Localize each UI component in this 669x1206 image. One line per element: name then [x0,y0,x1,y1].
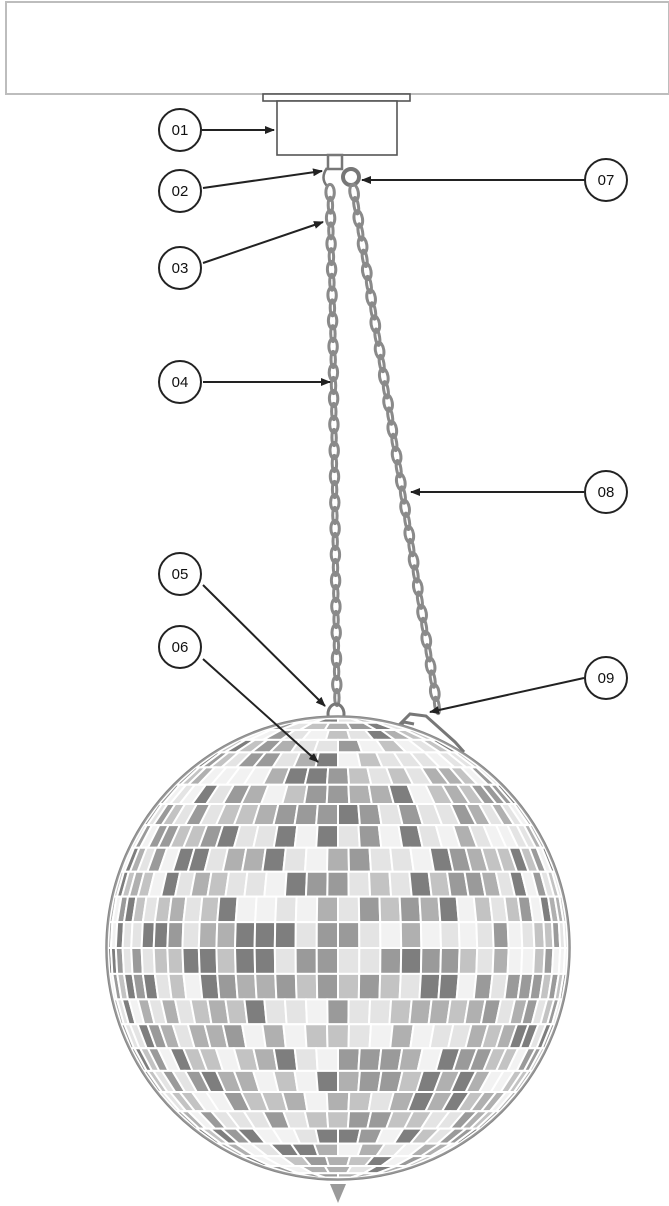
callout-01: 01 [159,109,201,151]
leader-02 [203,171,322,188]
callout-06-label: 06 [172,639,189,656]
callout-01-label: 01 [172,122,189,139]
callout-02-label: 02 [172,183,189,200]
callout-05: 05 [159,553,201,595]
callout-07-label: 07 [598,172,615,189]
shaft-and-hooks [324,155,360,186]
ceiling-mount [263,94,410,155]
leader-09 [430,678,584,712]
leader-03 [203,222,323,263]
callout-04: 04 [159,361,201,403]
callout-09: 09 [585,657,627,699]
callout-07: 07 [585,159,627,201]
disco-ball [106,716,570,1203]
leader-05 [203,585,325,706]
callout-04-label: 04 [172,374,189,391]
main-chain [326,184,341,705]
ball-bottom-tip [330,1184,346,1203]
callout-08: 08 [585,471,627,513]
callout-08-label: 08 [598,484,615,501]
callout-09-label: 09 [598,670,615,687]
callout-02: 02 [159,170,201,212]
callout-06: 06 [159,626,201,668]
callout-05-label: 05 [172,566,189,583]
callout-03: 03 [159,247,201,289]
callout-03-label: 03 [172,260,189,277]
ceiling [6,2,669,94]
safety-chain [349,184,441,714]
